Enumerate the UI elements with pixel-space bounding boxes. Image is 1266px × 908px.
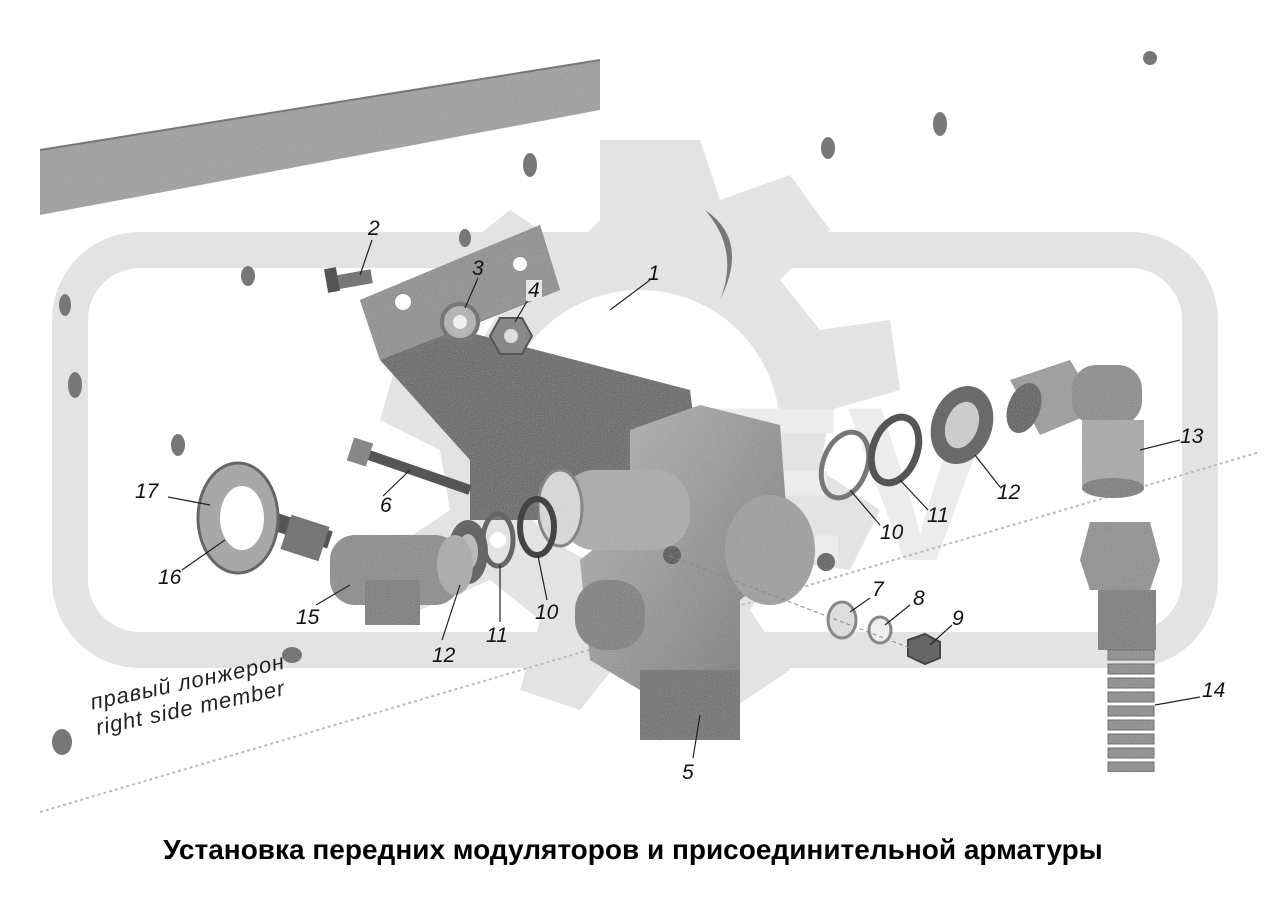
rivet-holes [52, 51, 1157, 755]
callout-4: 4 [526, 279, 542, 302]
callout-3: 3 [472, 257, 484, 280]
callout-12-left: 12 [432, 644, 456, 667]
callout-2: 2 [368, 217, 380, 240]
banjo-fitting-part-15 [330, 535, 473, 625]
hose-connector-part-14 [1080, 522, 1160, 773]
seal-ring-part-11-right [867, 413, 923, 487]
ring-washer-part-17 [196, 461, 280, 575]
callout-12-right: 12 [997, 481, 1021, 504]
callout-9: 9 [952, 607, 964, 630]
callout-16: 16 [158, 566, 182, 589]
union-nut-part-12-right [930, 386, 994, 464]
washer-part-7 [826, 600, 858, 640]
seal-ring-part-10-left [517, 496, 557, 558]
washer-part-8 [867, 615, 893, 645]
callout-11-left: 11 [486, 624, 508, 647]
callout-1: 1 [648, 262, 660, 285]
elbow-fitting-part-13 [1006, 360, 1144, 498]
callout-13: 13 [1180, 425, 1204, 448]
callout-10-left: 10 [535, 601, 559, 624]
callout-8: 8 [913, 587, 925, 610]
bolt-part-2 [324, 267, 373, 293]
bolt-part-6 [346, 437, 472, 495]
callout-14: 14 [1202, 679, 1226, 702]
leader-lines [167, 239, 1201, 759]
callout-10-right: 10 [880, 521, 904, 544]
callout-11-right: 11 [927, 504, 949, 527]
figure-caption: Установка передних модуляторов и присоед… [163, 834, 1103, 865]
modulator-valve-part-5 [536, 405, 835, 740]
frame-rail-top [39, 59, 601, 215]
callout-7: 7 [872, 578, 884, 601]
bracket-part-1 [360, 225, 700, 548]
callout-15: 15 [296, 606, 320, 629]
callout-17: 17 [135, 480, 159, 503]
callout-5: 5 [682, 761, 694, 784]
seal-ring-part-10-right [818, 429, 872, 501]
callout-6: 6 [380, 494, 392, 517]
nut-part-9 [907, 632, 941, 666]
